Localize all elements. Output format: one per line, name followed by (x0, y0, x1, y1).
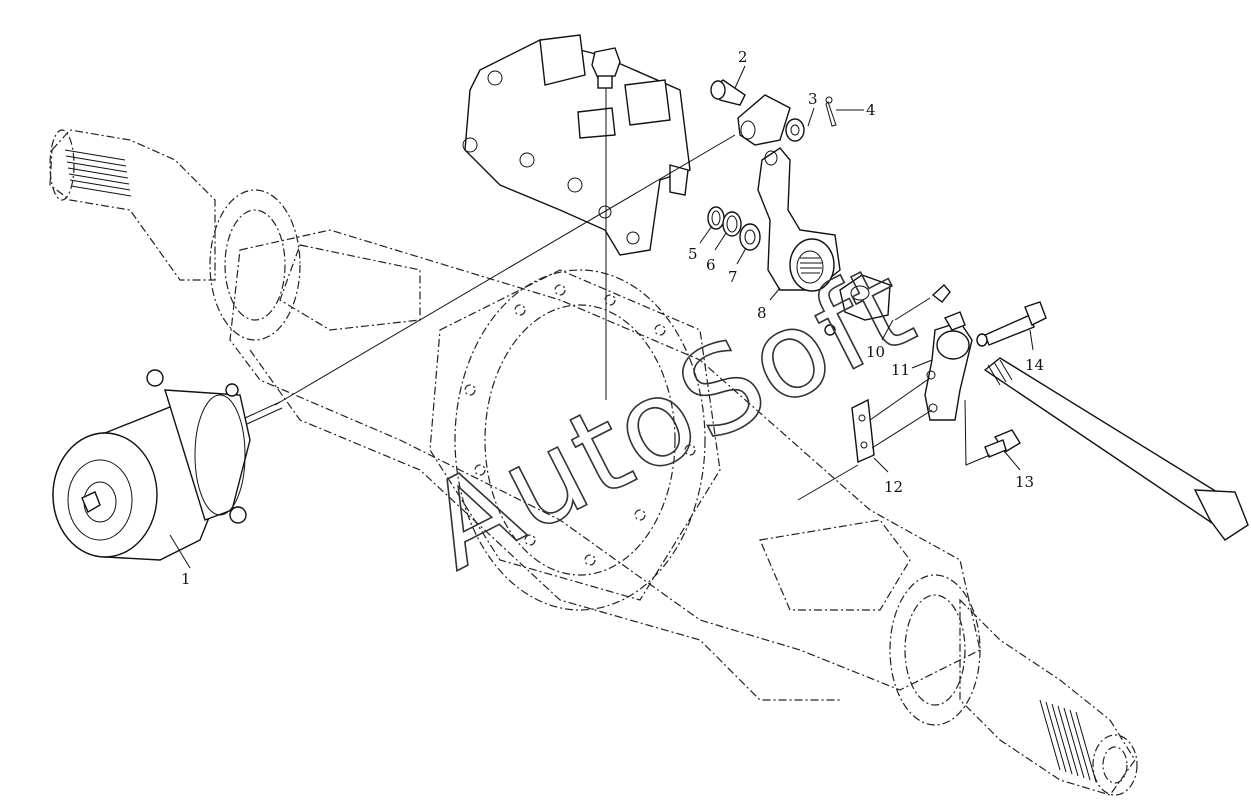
grease-fitting (894, 283, 951, 321)
spacer-plate (851, 398, 875, 464)
seal-ring-5 (707, 206, 725, 230)
cotter-pin-4 (825, 96, 837, 127)
callout-7: 7 (728, 268, 738, 286)
callout-12: 12 (884, 478, 903, 496)
slack-adjuster (757, 147, 841, 292)
left-spline (64, 149, 132, 197)
right-spline (1039, 699, 1097, 783)
callout-13: 13 (1015, 473, 1034, 491)
callout-4: 4 (866, 101, 876, 119)
callout-5: 5 (688, 245, 698, 263)
brake-chamber (52, 369, 283, 561)
callout-11: 11 (891, 361, 910, 379)
camshaft-support (924, 311, 973, 421)
callout-6: 6 (706, 256, 716, 274)
cam-bushing (824, 274, 891, 336)
bolt-13 (964, 399, 1021, 466)
callout-14: 14 (1025, 356, 1044, 374)
axle-housing (49, 129, 1138, 796)
camshaft (983, 357, 1249, 541)
clevis (737, 94, 791, 146)
clevis-pin (710, 79, 746, 106)
washer-7 (739, 223, 761, 251)
brake-bracket (462, 34, 691, 256)
callout-3: 3 (808, 90, 818, 108)
bracket-bolt (591, 47, 621, 400)
callout-8: 8 (757, 304, 767, 322)
callout-10: 10 (866, 343, 885, 361)
callout-1: 1 (181, 570, 191, 588)
callouts: 2 3 4 5 6 7 8 10 11 12 13 14 1 (181, 48, 1044, 588)
washer-3 (785, 118, 805, 142)
bolt-14 (976, 301, 1047, 347)
callout-2: 2 (738, 48, 748, 66)
seal-ring-6 (722, 211, 742, 237)
